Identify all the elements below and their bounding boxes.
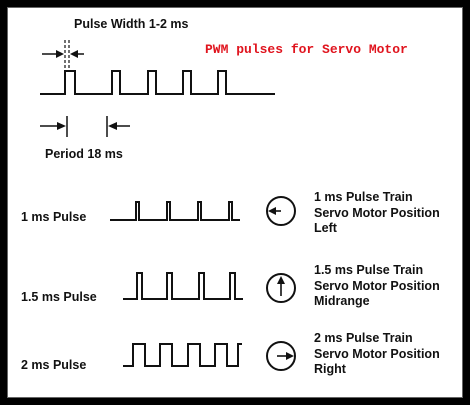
arrow-up-icon <box>277 276 285 284</box>
row-description-1ms: 1 ms Pulse Train Servo Motor Position Le… <box>314 190 440 237</box>
desc-line: 1 ms Pulse Train <box>314 190 413 204</box>
desc-line: Left <box>314 221 337 235</box>
pulse-train-2ms <box>123 343 242 367</box>
desc-line: Servo Motor Position <box>314 346 440 361</box>
row-label-1ms: 1 ms Pulse <box>21 210 87 224</box>
pulse-train-1-5ms <box>123 272 243 300</box>
arrow-left-icon <box>268 207 276 215</box>
desc-line: Servo Motor Position <box>314 278 440 293</box>
period-label: Period 18 ms <box>45 147 123 161</box>
diagram-title: PWM pulses for Servo Motor <box>205 42 408 57</box>
top-pulse-train <box>40 70 275 95</box>
dial-icon <box>266 273 296 303</box>
pulse-train-1ms <box>110 201 240 221</box>
arrow-right-icon <box>286 352 294 360</box>
row-label-1-5ms: 1.5 ms Pulse <box>21 290 97 304</box>
dial-icon <box>266 196 296 226</box>
arrow-left-icon <box>108 122 117 130</box>
dial-icon <box>266 341 296 371</box>
desc-line: Midrange <box>314 294 370 308</box>
desc-line: 2 ms Pulse Train <box>314 331 413 345</box>
arrow-left-icon <box>70 50 78 58</box>
row-description-1-5ms: 1.5 ms Pulse Train Servo Motor Position … <box>314 263 440 310</box>
row-label-2ms: 2 ms Pulse <box>21 358 87 372</box>
arrow-right-icon <box>57 122 66 130</box>
row-description-2ms: 2 ms Pulse Train Servo Motor Position Ri… <box>314 331 440 378</box>
arrow-right-icon <box>56 50 64 58</box>
pulse-width-label: Pulse Width 1-2 ms <box>74 17 189 31</box>
desc-line: 1.5 ms Pulse Train <box>314 263 424 277</box>
desc-line: Right <box>314 362 346 376</box>
desc-line: Servo Motor Position <box>314 205 440 220</box>
